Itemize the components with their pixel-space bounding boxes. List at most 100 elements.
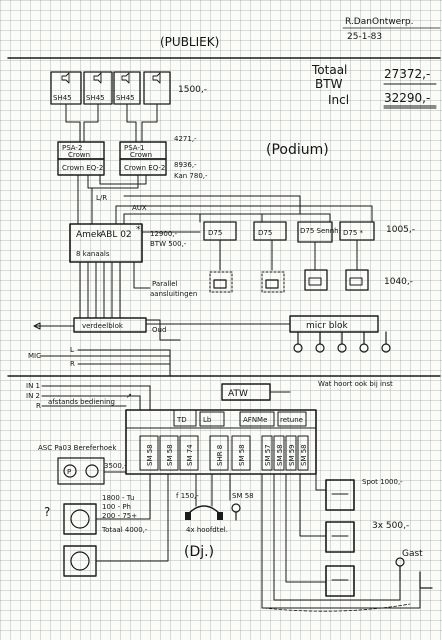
note-right: Wat hoort ook bij inst bbox=[318, 380, 393, 388]
mixer-block: Amek ABL 02 8 kanaals * bbox=[69, 223, 143, 263]
input-lines bbox=[39, 349, 171, 377]
mixer-star: * bbox=[136, 225, 141, 235]
di-price-top: 1005,- bbox=[386, 225, 415, 235]
monitor-4 bbox=[345, 269, 369, 291]
title-text: Ontwerp. bbox=[372, 17, 414, 27]
monitor-3 bbox=[304, 269, 328, 291]
monitor-2 bbox=[261, 271, 285, 293]
eq-2-label: Crown EQ-2 bbox=[62, 164, 103, 172]
mic-stands bbox=[293, 331, 391, 353]
incl-value: 32290,- bbox=[384, 91, 430, 105]
console-slot-4: SHR 8 bbox=[216, 445, 224, 466]
dj-mic-icon bbox=[231, 503, 241, 521]
console-slot-9: SM 58 bbox=[300, 444, 308, 466]
di-bus-lines bbox=[115, 195, 373, 233]
speaker-wires bbox=[65, 103, 158, 143]
dj-mic-price-2: SM 58 bbox=[232, 492, 254, 500]
console-slot-1: SM 58 bbox=[146, 444, 154, 466]
dj-arrow-glyph: ↗ bbox=[126, 392, 132, 400]
dj-label: (Dj.) bbox=[184, 544, 214, 560]
di-box-4: D75 * bbox=[339, 221, 375, 241]
total-label: Totaal bbox=[311, 63, 347, 77]
mixer-price-b: BTW 500,- bbox=[150, 240, 187, 248]
amp-2-block: PSA-2 Crown Crown EQ-2 bbox=[57, 141, 105, 176]
mixer-brand-1: Amek bbox=[76, 230, 102, 240]
speaker-4 bbox=[143, 71, 171, 105]
turntable-total: Totaal 4000,- bbox=[101, 526, 148, 534]
total-value: 27372,- bbox=[384, 67, 430, 81]
amp-price-a: 4271,- bbox=[174, 135, 197, 143]
parallel-sub: aansluitingen bbox=[150, 290, 197, 298]
atw-label: ATW bbox=[228, 389, 248, 399]
stage-title: (Podium) bbox=[266, 142, 329, 158]
mic-input-label: MIC bbox=[28, 352, 41, 360]
di-label-1: D75 bbox=[208, 229, 222, 237]
in1-label: IN 1 bbox=[26, 382, 40, 390]
dj-input-lines bbox=[41, 385, 151, 411]
turntable-wiring bbox=[95, 473, 169, 562]
deck-price: 3500,- bbox=[104, 462, 127, 470]
console-sub-3: AFNMe bbox=[243, 416, 267, 424]
line-l-label: L bbox=[70, 346, 74, 354]
speaker-price: 1500,- bbox=[178, 85, 207, 95]
speaker-1: SH45 bbox=[50, 71, 82, 105]
stage-box-branch bbox=[145, 319, 181, 341]
dj-mic-price-1: f 150,- bbox=[176, 492, 199, 500]
dashed-return bbox=[263, 603, 411, 612]
speaker-label-3: SH45 bbox=[116, 94, 135, 102]
vat-label: BTW bbox=[315, 77, 343, 91]
atw-box: ATW bbox=[221, 383, 271, 401]
rack-price-2: 3x 500,- bbox=[372, 521, 409, 531]
mixer-price-a: 12900,- bbox=[150, 230, 177, 238]
stage-out-label: Oud bbox=[152, 326, 166, 334]
turntable-note-1: 1800 - Tu bbox=[102, 494, 134, 502]
stage-box: verdeelblok bbox=[73, 317, 147, 333]
speaker-3: SH45 bbox=[113, 71, 141, 105]
parallel-label: Parallel bbox=[152, 280, 178, 288]
amp-price-c: Kan 780,- bbox=[174, 172, 208, 180]
phones-label: 4x hoofdtel. bbox=[186, 526, 228, 534]
deck-note: ASC Pa03 Bereferhoek bbox=[38, 444, 117, 452]
turntable-note-2: 100 - Ph bbox=[102, 503, 131, 511]
date-text: 25-1-83 bbox=[347, 32, 382, 42]
di-wedge-lines bbox=[219, 239, 358, 271]
source-note: afstands bediening bbox=[48, 398, 115, 406]
rack-wiring bbox=[261, 441, 421, 609]
r-input-label: R bbox=[36, 402, 41, 410]
speaker-label-1: SH45 bbox=[53, 94, 72, 102]
console-slot-6: SM 57 bbox=[264, 444, 272, 466]
rack-price-1: Spot 1000,- bbox=[362, 478, 403, 486]
amp-2-brand: Crown bbox=[68, 151, 90, 159]
guest-mic bbox=[395, 557, 433, 589]
rack-2 bbox=[325, 521, 355, 553]
rack-1 bbox=[325, 479, 355, 511]
dj-mic-wiring bbox=[195, 473, 231, 507]
speaker-2: SH45 bbox=[83, 71, 113, 105]
deck-reel-1: P bbox=[67, 468, 71, 476]
author-text: R.Dan bbox=[345, 17, 372, 27]
mixer-brand-2: ABL 02 bbox=[100, 230, 132, 240]
eq-1-label: Crown EQ-2 bbox=[124, 164, 165, 172]
di-label-4: D75 * bbox=[343, 229, 364, 237]
lr-label: L/R bbox=[96, 194, 107, 202]
section-title: (PUBLIEK) bbox=[160, 35, 219, 49]
amp-1-brand: Crown bbox=[130, 151, 152, 159]
console-slot-3: SM 74 bbox=[186, 444, 194, 466]
di-price-bottom: 1040,- bbox=[384, 277, 413, 287]
aux-label: AUX bbox=[132, 204, 147, 212]
headphones-icon bbox=[185, 505, 223, 520]
turntable-1 bbox=[63, 503, 97, 535]
amp-1-block: PSA-1 Crown Crown EQ-2 bbox=[119, 141, 167, 176]
line-r-label: R bbox=[70, 360, 75, 368]
stage-box-arrow bbox=[33, 322, 41, 330]
di-label-3: D75 Sennh. bbox=[300, 227, 341, 235]
parallel-wire bbox=[133, 261, 151, 289]
mixer-output-lines bbox=[79, 261, 121, 319]
turntable-note-3: 200 - 75+ bbox=[102, 512, 137, 520]
mixer-channels: 8 kanaals bbox=[76, 250, 110, 258]
console-slot-2: SM 58 bbox=[166, 444, 174, 466]
amp-mixer-wiring bbox=[77, 174, 147, 225]
amp-price-b: 8936,- bbox=[174, 161, 197, 169]
